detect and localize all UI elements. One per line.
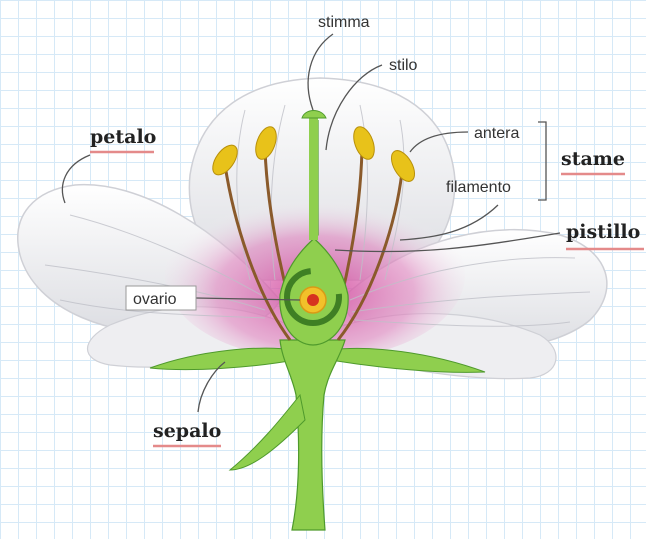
label-stimma: stimma: [318, 14, 370, 31]
style-stalk: [309, 118, 318, 240]
label-pistillo: pistillo: [566, 221, 640, 243]
label-filamento: filamento: [446, 179, 511, 196]
side-branch: [230, 395, 305, 470]
label-sepalo: sepalo: [153, 420, 221, 442]
label-stilo: stilo: [389, 57, 418, 74]
stame-bracket: [538, 122, 546, 200]
label-antera: antera: [474, 125, 519, 142]
ovule-inner: [307, 294, 319, 306]
label-stame: stame: [561, 148, 625, 170]
label-ovario: ovario: [133, 291, 177, 308]
label-petalo: petalo: [90, 126, 156, 148]
